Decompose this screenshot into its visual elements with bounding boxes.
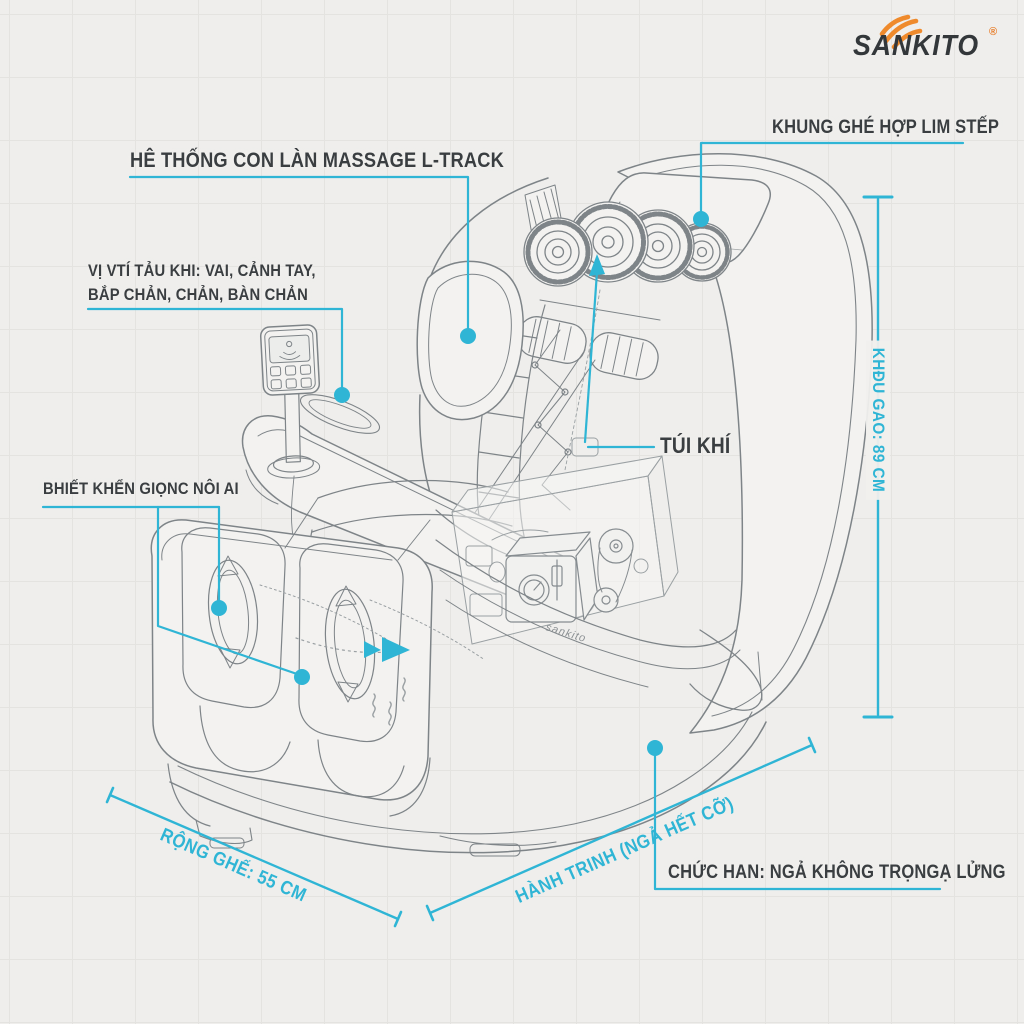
recline-arrows — [364, 637, 410, 662]
massage-rollers — [517, 201, 732, 380]
heat-squiggle — [372, 693, 376, 718]
label-airbag-positions-line2: BẮP CHẢN, CHẢN, BÀN CHẢN — [88, 285, 309, 304]
brand-logo: SANKITO ® — [843, 12, 1013, 68]
leader-dot — [693, 211, 709, 227]
label-frame: KHUNG GHÉ HỢP LIM STẾP — [772, 117, 1000, 138]
registered-mark: ® — [989, 26, 998, 38]
recline-arrow-icon — [364, 641, 381, 658]
leader-dot — [460, 328, 476, 344]
leader-airbag — [583, 254, 656, 449]
leader-dot — [211, 600, 227, 616]
chair-illustration: sankito — [150, 153, 873, 857]
leader-airbag-positions — [86, 307, 350, 403]
chair-back-shell — [418, 153, 873, 734]
heat-squiggle — [402, 677, 406, 702]
remote-screen — [268, 334, 311, 364]
label-zero-gravity: CHỨC HAN: NGẢ KHÔNG TRỌNGẠ LỬNG — [668, 862, 1006, 883]
mechanism-motor — [505, 531, 599, 623]
label-airbag-positions: VỊ VTÍ TẢU KHI: VAI, CẢNH TAY, BẮP CHẢN,… — [88, 259, 316, 307]
motion-hints — [259, 584, 486, 726]
logo-swoosh-icon — [879, 14, 923, 50]
roller-gear-1 — [523, 217, 593, 287]
dimension-width — [105, 786, 403, 928]
label-airbag-positions-line1: VỊ VTÍ TẢU KHI: VAI, CẢNH TAY, — [88, 261, 316, 280]
leader-frame — [693, 141, 965, 227]
brand-name: SANKITO — [853, 30, 980, 62]
leader-dot — [294, 669, 310, 685]
label-airbag: TÚI KHÍ — [660, 433, 731, 458]
heat-squiggle — [388, 701, 392, 726]
side-panel-logo-text: sankito — [544, 621, 588, 645]
internal-mechanism — [451, 289, 679, 645]
leader-roller-system — [128, 175, 476, 344]
roller-cylinder-2 — [589, 332, 659, 380]
leader-zero-gravity — [647, 740, 942, 891]
remote-buttons — [269, 364, 312, 390]
leader-dot — [647, 740, 663, 756]
label-voice-control: BHIẾT KHỂN GIỌNC NÔI AI — [43, 479, 239, 498]
dimension-travel — [425, 736, 817, 922]
leader-dot — [334, 387, 350, 403]
annotation-layer — [41, 141, 965, 928]
leg-massager — [150, 497, 433, 827]
roller-cylinder-1 — [517, 316, 587, 364]
label-roller-system: HÊ THỐNG CON LÀN MASSAGE L-TRACK — [130, 149, 505, 172]
leader-voice-control — [41, 505, 310, 685]
recline-arrow-icon — [382, 637, 410, 662]
chair-base — [169, 539, 767, 857]
dimension-height-text: KHĐU GAO: 89 CM — [866, 340, 890, 500]
remote-control — [259, 324, 321, 547]
leader-arrowhead — [589, 254, 605, 276]
mechanism-pulleys — [593, 528, 634, 613]
